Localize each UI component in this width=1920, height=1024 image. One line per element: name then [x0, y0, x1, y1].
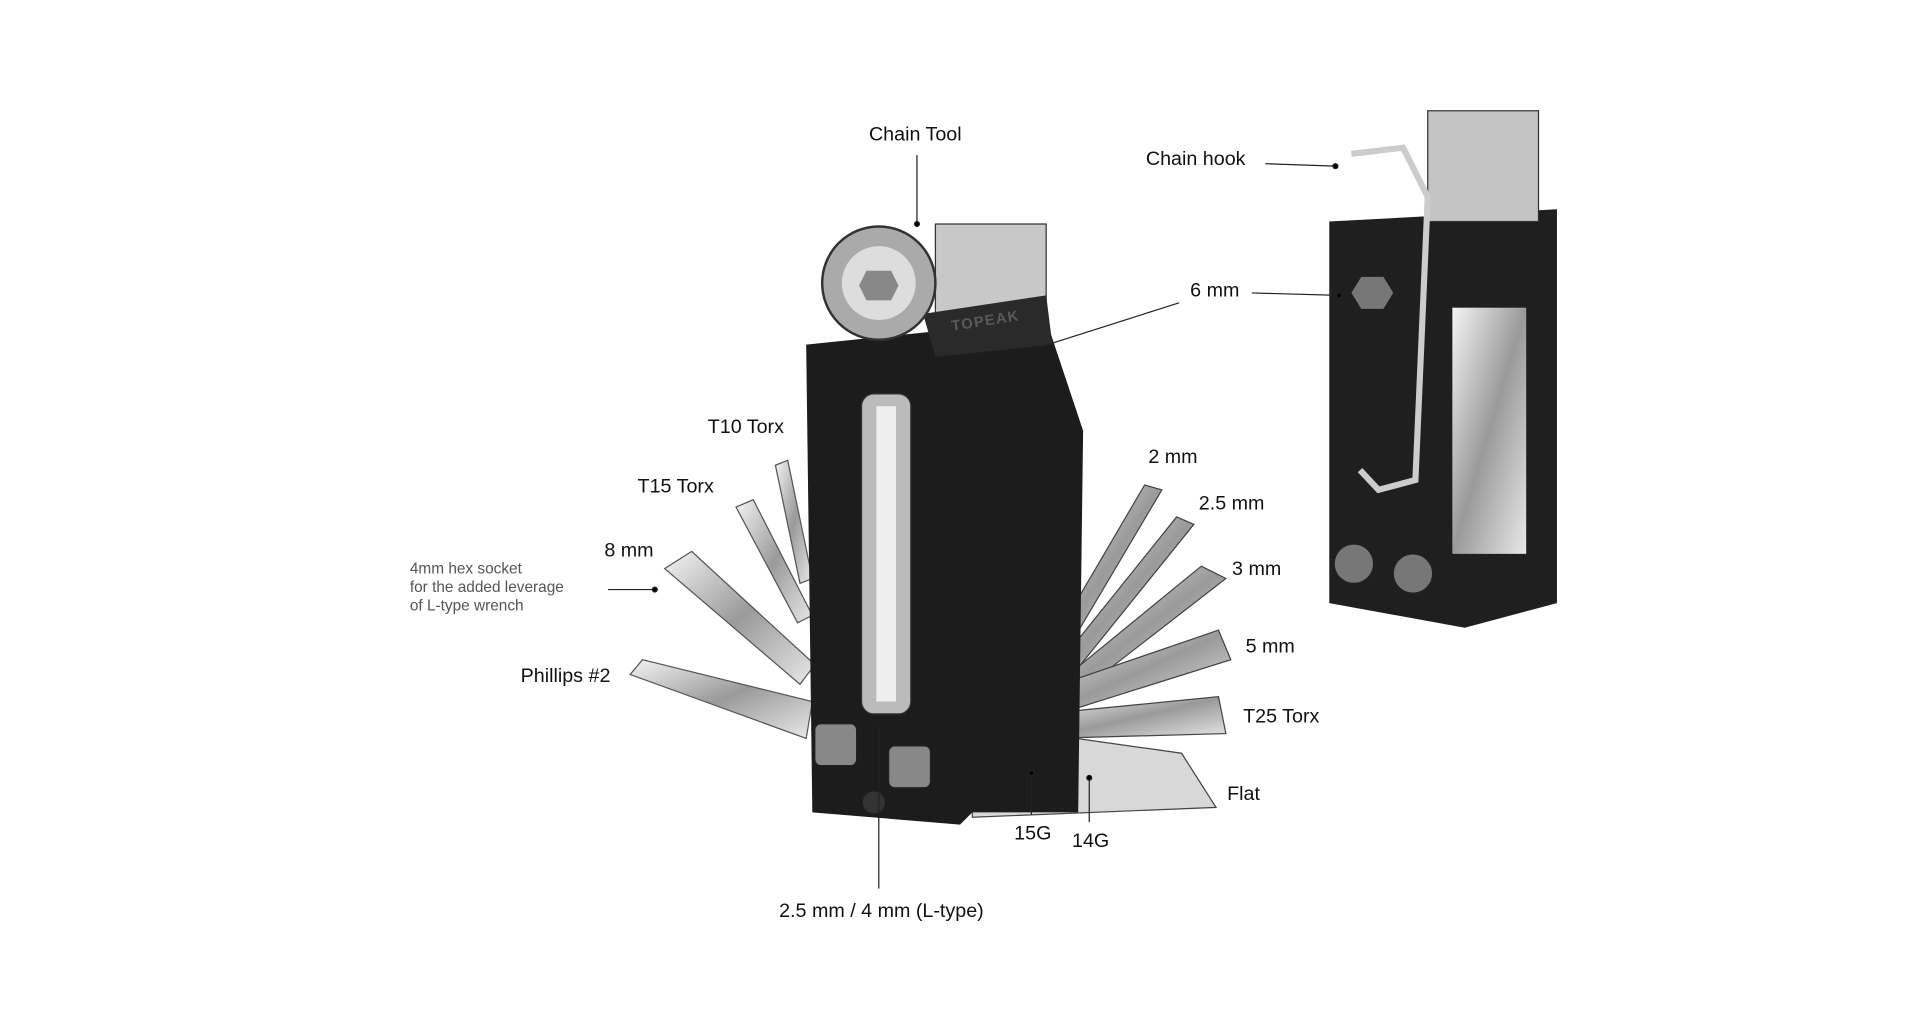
label-2-5mm: 2.5 mm: [1198, 493, 1265, 515]
main-tool-body: [806, 223, 1084, 825]
label-6mm: 6 mm: [1190, 280, 1240, 302]
back-view-tool: [1329, 110, 1557, 628]
left-bits: [629, 459, 816, 740]
label-chain-tool: Chain Tool: [868, 124, 962, 146]
label-14g: 14G: [1072, 830, 1110, 852]
label-15g: 15G: [1014, 823, 1052, 845]
label-hex-socket-note: 4mm hex socket for the added leverage of…: [409, 560, 564, 615]
label-chain-hook: Chain hook: [1145, 148, 1246, 170]
label-l-type-wrench: 2.5 mm / 4 mm (L-type): [779, 900, 984, 922]
label-2mm: 2 mm: [1148, 446, 1198, 468]
label-t10-torx: T10 Torx: [707, 417, 784, 439]
label-3mm: 3 mm: [1232, 558, 1282, 580]
leader-lines: [608, 155, 1343, 889]
label-t15-torx: T15 Torx: [637, 476, 714, 498]
label-8mm: 8 mm: [604, 540, 654, 562]
label-5mm: 5 mm: [1245, 636, 1295, 658]
label-flat: Flat: [1227, 784, 1260, 805]
label-phillips-2: Phillips #2: [520, 665, 611, 687]
label-t25-torx: T25 Torx: [1243, 706, 1320, 728]
right-bits: [971, 484, 1232, 818]
